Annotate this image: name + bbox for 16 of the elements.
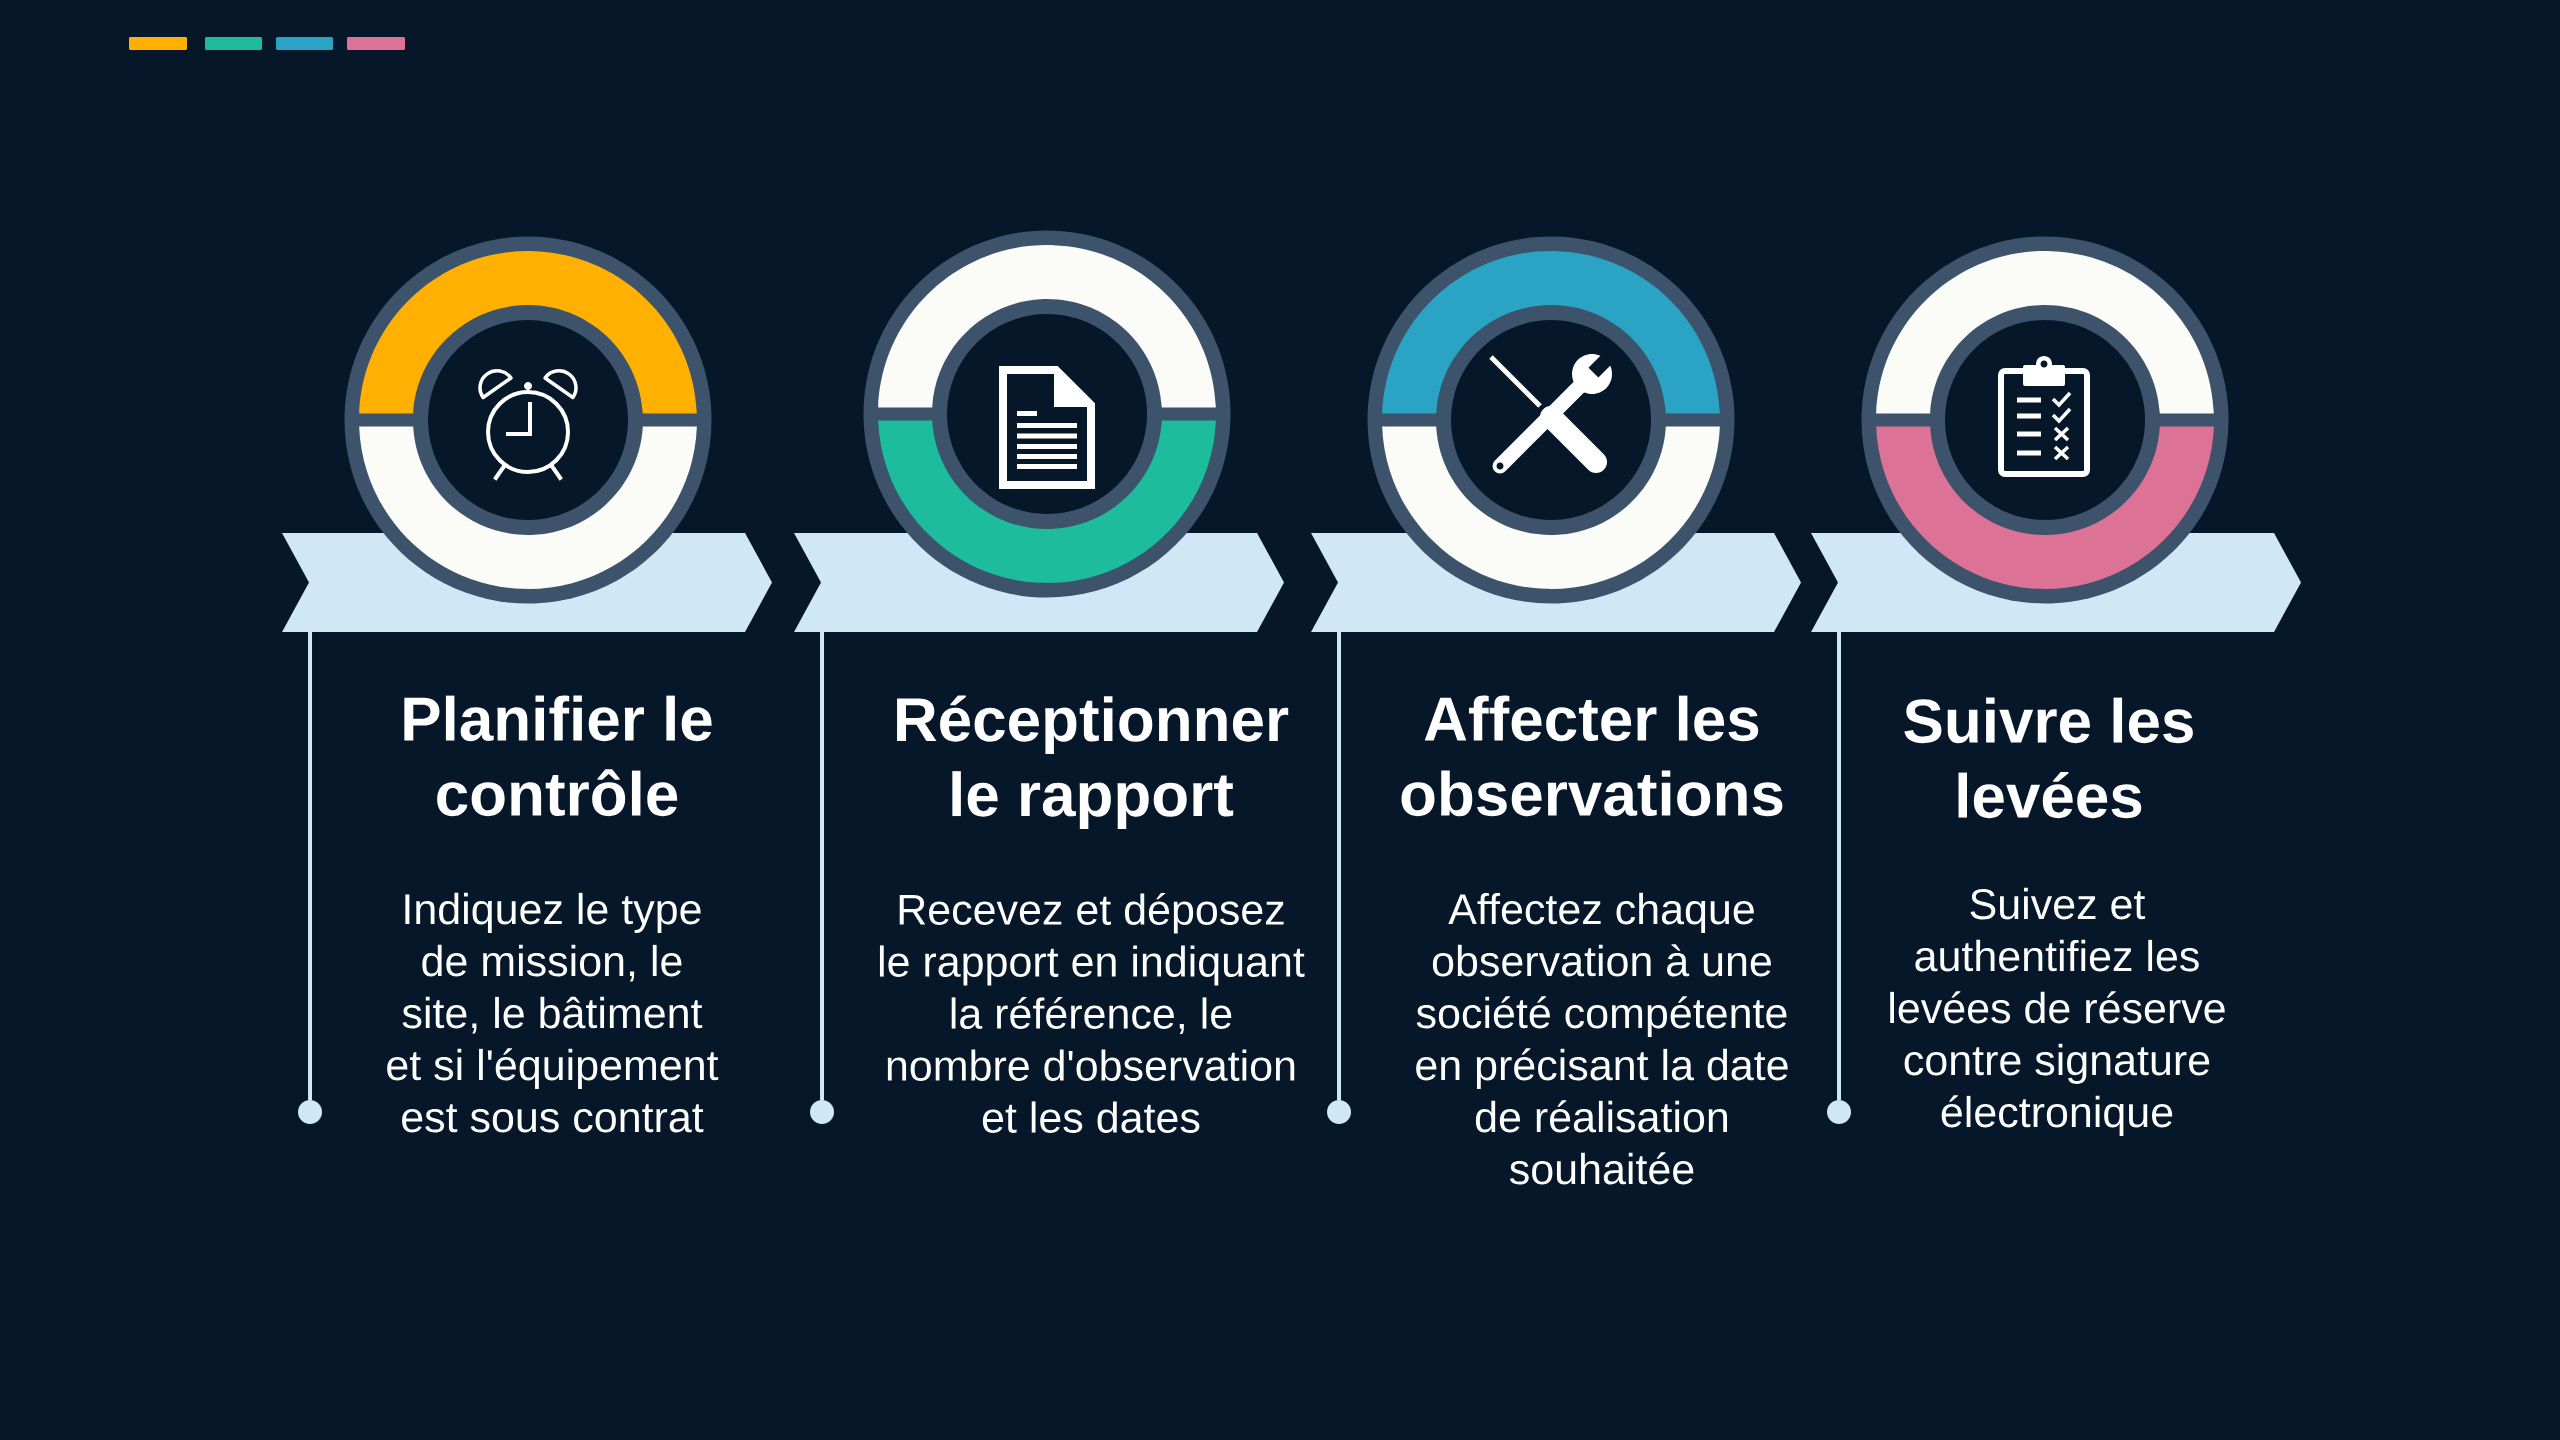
- timeline-dot: [298, 1100, 322, 1124]
- timeline-dot: [1327, 1100, 1351, 1124]
- step-heading: Suivre les levées: [1904, 697, 2193, 819]
- step-description: Affectez chaque observation à une société compétente en précisant la date de réalisation souhaitée: [1416, 892, 1788, 1185]
- step-description: Recevez et déposez le rapport en indiquant la référence, le nombre d'observation et les dates: [879, 892, 1305, 1133]
- timeline-line: [820, 632, 824, 1100]
- timeline-dot: [810, 1100, 834, 1124]
- timeline-line: [1837, 632, 1841, 1100]
- step-heading: Affecter les observations: [1401, 695, 1783, 817]
- timeline-line: [1337, 632, 1341, 1100]
- step-description: Indiquez le type de mission, le site, le bâtiment et si l'équipement est sous contrat: [387, 892, 719, 1133]
- timeline-line: [308, 632, 312, 1100]
- step-description: Suivez et authentifiez les levées de réserve contre signature électronique: [1890, 887, 2225, 1136]
- step-heading: Réceptionner le rapport: [897, 695, 1289, 829]
- step-heading: Planifier le contrôle: [404, 695, 712, 817]
- timeline-dot: [1827, 1100, 1851, 1124]
